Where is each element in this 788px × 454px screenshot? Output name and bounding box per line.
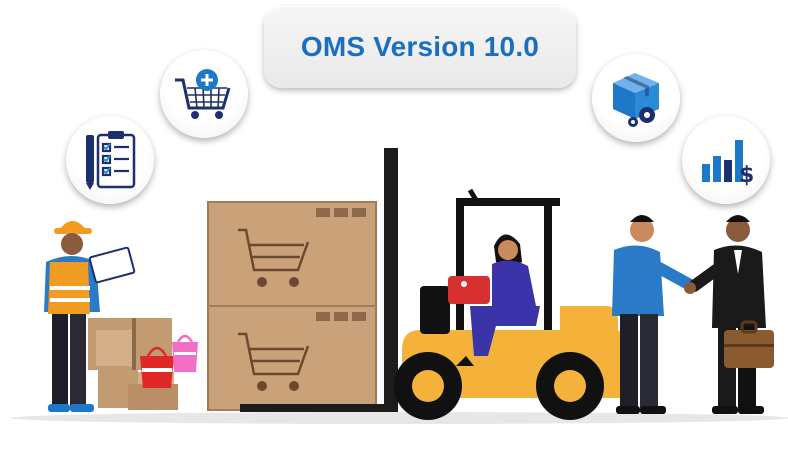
business-partner — [684, 215, 774, 414]
page-title: OMS Version 10.0 — [300, 31, 540, 62]
customer-person — [612, 215, 698, 414]
ground-shadow — [10, 412, 788, 424]
sales-chart-bubble: $ — [682, 116, 770, 204]
cargo-box-bottom — [207, 305, 377, 411]
shopping-bags — [140, 334, 198, 388]
checklist-bubble — [66, 116, 154, 204]
forklift — [240, 148, 622, 420]
forklift-driver — [448, 234, 540, 366]
cargo-box-top — [207, 201, 377, 307]
cart-add-bubble — [160, 50, 248, 138]
warehouse-worker — [44, 221, 136, 412]
package-gears-icon — [613, 73, 659, 127]
title-banner: OMS Version 10.0 — [264, 6, 576, 88]
box-gears-bubble — [592, 54, 680, 142]
bar-chart-dollar-icon: $ — [702, 140, 754, 188]
shopping-cart-add-icon — [175, 69, 231, 119]
svg-text:$: $ — [739, 163, 754, 188]
clipboard-checklist-icon — [86, 131, 136, 190]
